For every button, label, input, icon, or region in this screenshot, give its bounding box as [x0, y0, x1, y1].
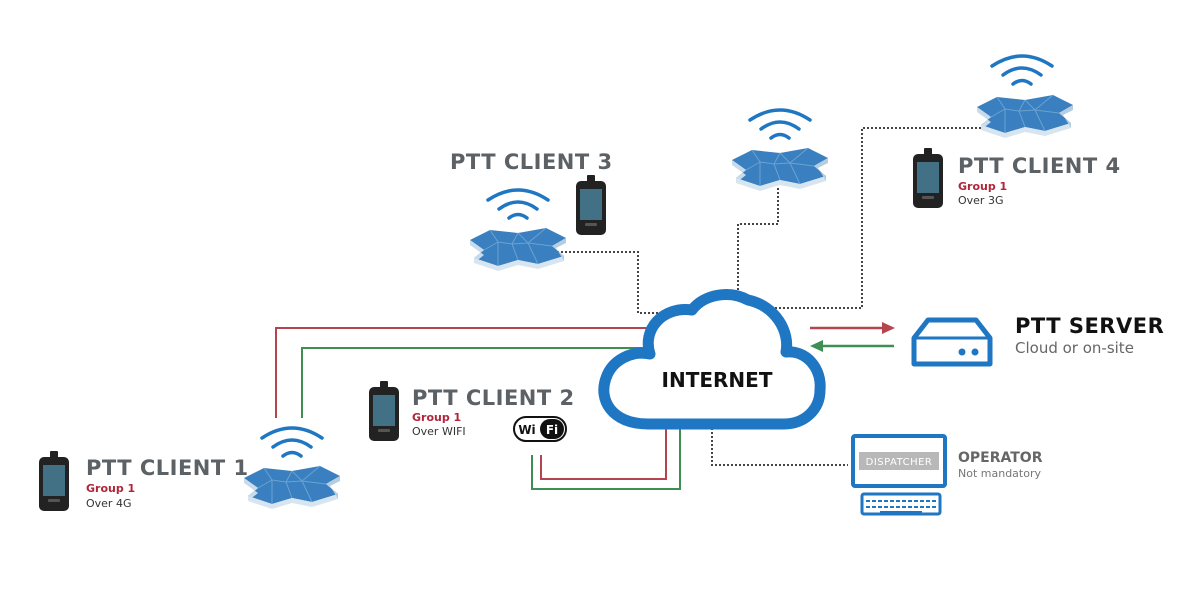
tower-center-link-dotted — [737, 188, 779, 303]
operator-title: OPERATOR — [958, 450, 1043, 466]
internet-cloud-icon: INTERNET — [598, 289, 826, 430]
server-icon — [911, 317, 993, 367]
operator-link-dotted — [711, 420, 848, 466]
client4-group: Group 1 — [958, 180, 1008, 193]
cell-tower-client4-icon — [976, 94, 1074, 139]
internet-label: INTERNET — [662, 368, 773, 392]
client2-network: Over WIFI — [412, 425, 466, 438]
client1-network: Over 4G — [86, 497, 132, 510]
keyboard-icon — [860, 492, 942, 516]
cell-tower-client1-icon — [243, 465, 341, 510]
dispatcher-screen-label: DISPATCHER — [866, 457, 933, 468]
client1-group: Group 1 — [86, 482, 136, 495]
wifi-badge-text-left: Wi — [518, 423, 535, 437]
server-title: PTT SERVER — [1015, 314, 1165, 338]
wifi-badge-text-right: Fi — [546, 423, 558, 437]
client3-title: PTT CLIENT 3 — [450, 150, 613, 174]
smartphone-client1-icon — [39, 451, 69, 511]
smartphone-client3-icon — [576, 175, 606, 235]
client1-title: PTT CLIENT 1 — [86, 456, 249, 480]
wifi-signal-client3-icon — [486, 188, 550, 220]
computer-monitor-icon: DISPATCHER — [851, 434, 947, 488]
wifi-downlink-green — [531, 418, 681, 490]
arrow-from-server-green — [810, 340, 894, 352]
client4-network: Over 3G — [958, 194, 1004, 207]
wifi-badge-icon: Wi Fi — [513, 416, 567, 442]
smartphone-client4-icon — [913, 148, 943, 208]
cell-tower-client3-icon — [469, 227, 567, 272]
cell-tower-center-icon — [731, 147, 829, 192]
smartphone-client2-icon — [369, 381, 399, 441]
client4-title: PTT CLIENT 4 — [958, 154, 1121, 178]
client1-downlink-green — [301, 347, 675, 418]
arrow-to-server-red — [810, 322, 895, 334]
client2-title: PTT CLIENT 2 — [412, 386, 575, 410]
wifi-signal-client4-icon — [990, 54, 1054, 86]
client1-uplink-red — [275, 327, 675, 418]
client3-link-dotted — [553, 251, 710, 314]
wifi-signal-client1-icon — [260, 426, 324, 458]
operator-subtitle: Not mandatory — [958, 467, 1041, 480]
server-subtitle: Cloud or on-site — [1015, 339, 1134, 357]
wifi-signal-center-icon — [748, 108, 812, 140]
wifi-uplink-red — [540, 418, 667, 480]
client2-group: Group 1 — [412, 411, 462, 424]
client4-link-dotted — [768, 127, 985, 309]
